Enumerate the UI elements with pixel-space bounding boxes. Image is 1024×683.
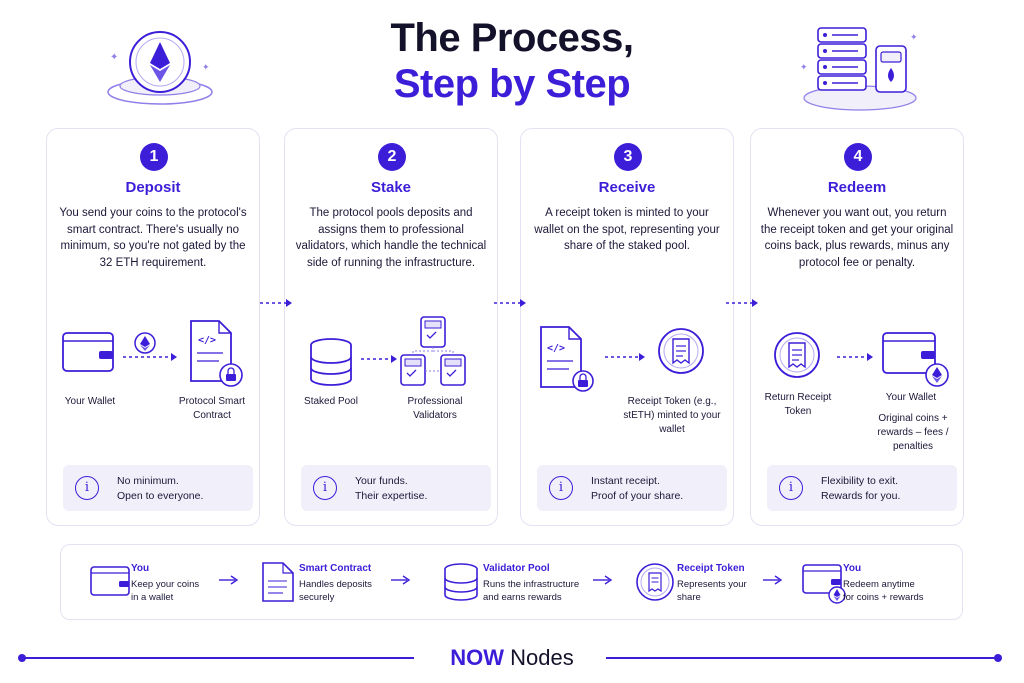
step-number: 2 — [378, 143, 406, 171]
flow-arrow-icon — [260, 299, 292, 307]
svg-text:</>: </> — [198, 335, 216, 346]
validators-label: Professional Validators — [407, 396, 463, 421]
info-note: i No minimum. Open to everyone. — [63, 465, 253, 511]
info-icon: i — [779, 476, 803, 500]
receipt-token-label: Receipt Token (e.g., stETH) minted to yo… — [623, 396, 721, 435]
step-title: Deposit — [125, 179, 181, 196]
wallet-label: Your Wallet — [64, 396, 116, 407]
svg-text:✦: ✦ — [110, 52, 118, 63]
info-note: i Flexibility to exit. Rewards for you. — [767, 465, 957, 511]
smart-contract-icon: </> — [540, 326, 594, 392]
arrow-right-icon — [219, 575, 239, 585]
step-number: 1 — [140, 143, 168, 171]
svg-text:✦: ✦ — [910, 33, 918, 43]
svg-text:</>: </> — [547, 343, 565, 354]
pool-to-validators-diagram — [310, 316, 466, 386]
arrow-right-icon — [593, 575, 613, 585]
receipt-token-icon — [658, 328, 704, 374]
step-card-deposit: 1 Deposit You send your coins to the pro… — [46, 128, 260, 526]
footer-divider — [22, 657, 414, 659]
arrow-right-icon — [391, 575, 411, 585]
redeem-result-label: Original coins + rewards – fees / penalt… — [877, 413, 949, 452]
wallet-eth-icon — [802, 564, 846, 604]
svg-text:✦: ✦ — [800, 63, 808, 73]
step-card-redeem: 4 Redeem Whenever you want out, you retu… — [750, 128, 964, 526]
receipt-token-icon — [636, 563, 674, 601]
page-title: The Process, — [390, 16, 634, 60]
server-device-icon: ✦ ✦ — [800, 27, 918, 111]
ethereum-coin-icon: ✦ ✦ — [107, 31, 213, 105]
page-subtitle: Step by Step — [393, 62, 631, 106]
step-description: The protocol pools deposits and assigns … — [295, 207, 487, 269]
wallet-eth-icon — [882, 332, 949, 387]
step-card-receive: 3 Receive A receipt token is minted to y… — [520, 128, 734, 526]
flow-arrow-icon — [494, 299, 526, 307]
smart-contract-icon: </> — [190, 320, 243, 387]
info-note: i Instant receipt. Proof of your share. — [537, 465, 727, 511]
info-icon: i — [313, 476, 337, 500]
staked-pool-label: Staked Pool — [304, 396, 358, 407]
step-title: Redeem — [827, 179, 887, 196]
document-icon — [262, 562, 294, 602]
step-number: 3 — [614, 143, 642, 171]
receipt-token-icon — [774, 332, 820, 378]
receipt-to-wallet-diagram — [774, 332, 949, 387]
step-title: Stake — [370, 179, 412, 196]
footer-dot — [18, 654, 26, 662]
contract-to-receipt-diagram: </> — [540, 326, 704, 392]
footer-dot — [994, 654, 1002, 662]
return-receipt-label: Return Receipt Token — [764, 392, 832, 417]
step-description: Whenever you want out, you return the re… — [760, 207, 954, 269]
database-icon — [310, 338, 352, 386]
arrow-right-icon — [763, 575, 783, 585]
step-number: 4 — [844, 143, 872, 171]
info-note: i Your funds. Their expertise. — [301, 465, 491, 511]
step-description: A receipt token is minted to your wallet… — [534, 207, 720, 252]
info-icon: i — [75, 476, 99, 500]
wallet-to-contract-diagram: </> — [62, 320, 243, 387]
brand-logo: NOW Nodes — [450, 645, 574, 670]
step-card-stake: 2 Stake The protocol pools deposits and … — [284, 128, 498, 526]
your-wallet-label: Your Wallet — [885, 392, 937, 403]
flow-arrow-icon — [726, 299, 758, 307]
wallet-icon — [62, 332, 114, 372]
step-description: You send your coins to the protocol's sm… — [59, 207, 247, 269]
info-icon: i — [549, 476, 573, 500]
database-icon — [444, 563, 478, 601]
svg-text:✦: ✦ — [202, 63, 210, 73]
wallet-icon — [90, 566, 130, 596]
step-title: Receive — [598, 179, 656, 196]
footer-divider — [606, 657, 998, 659]
contract-label: Protocol Smart Contract — [178, 396, 246, 421]
